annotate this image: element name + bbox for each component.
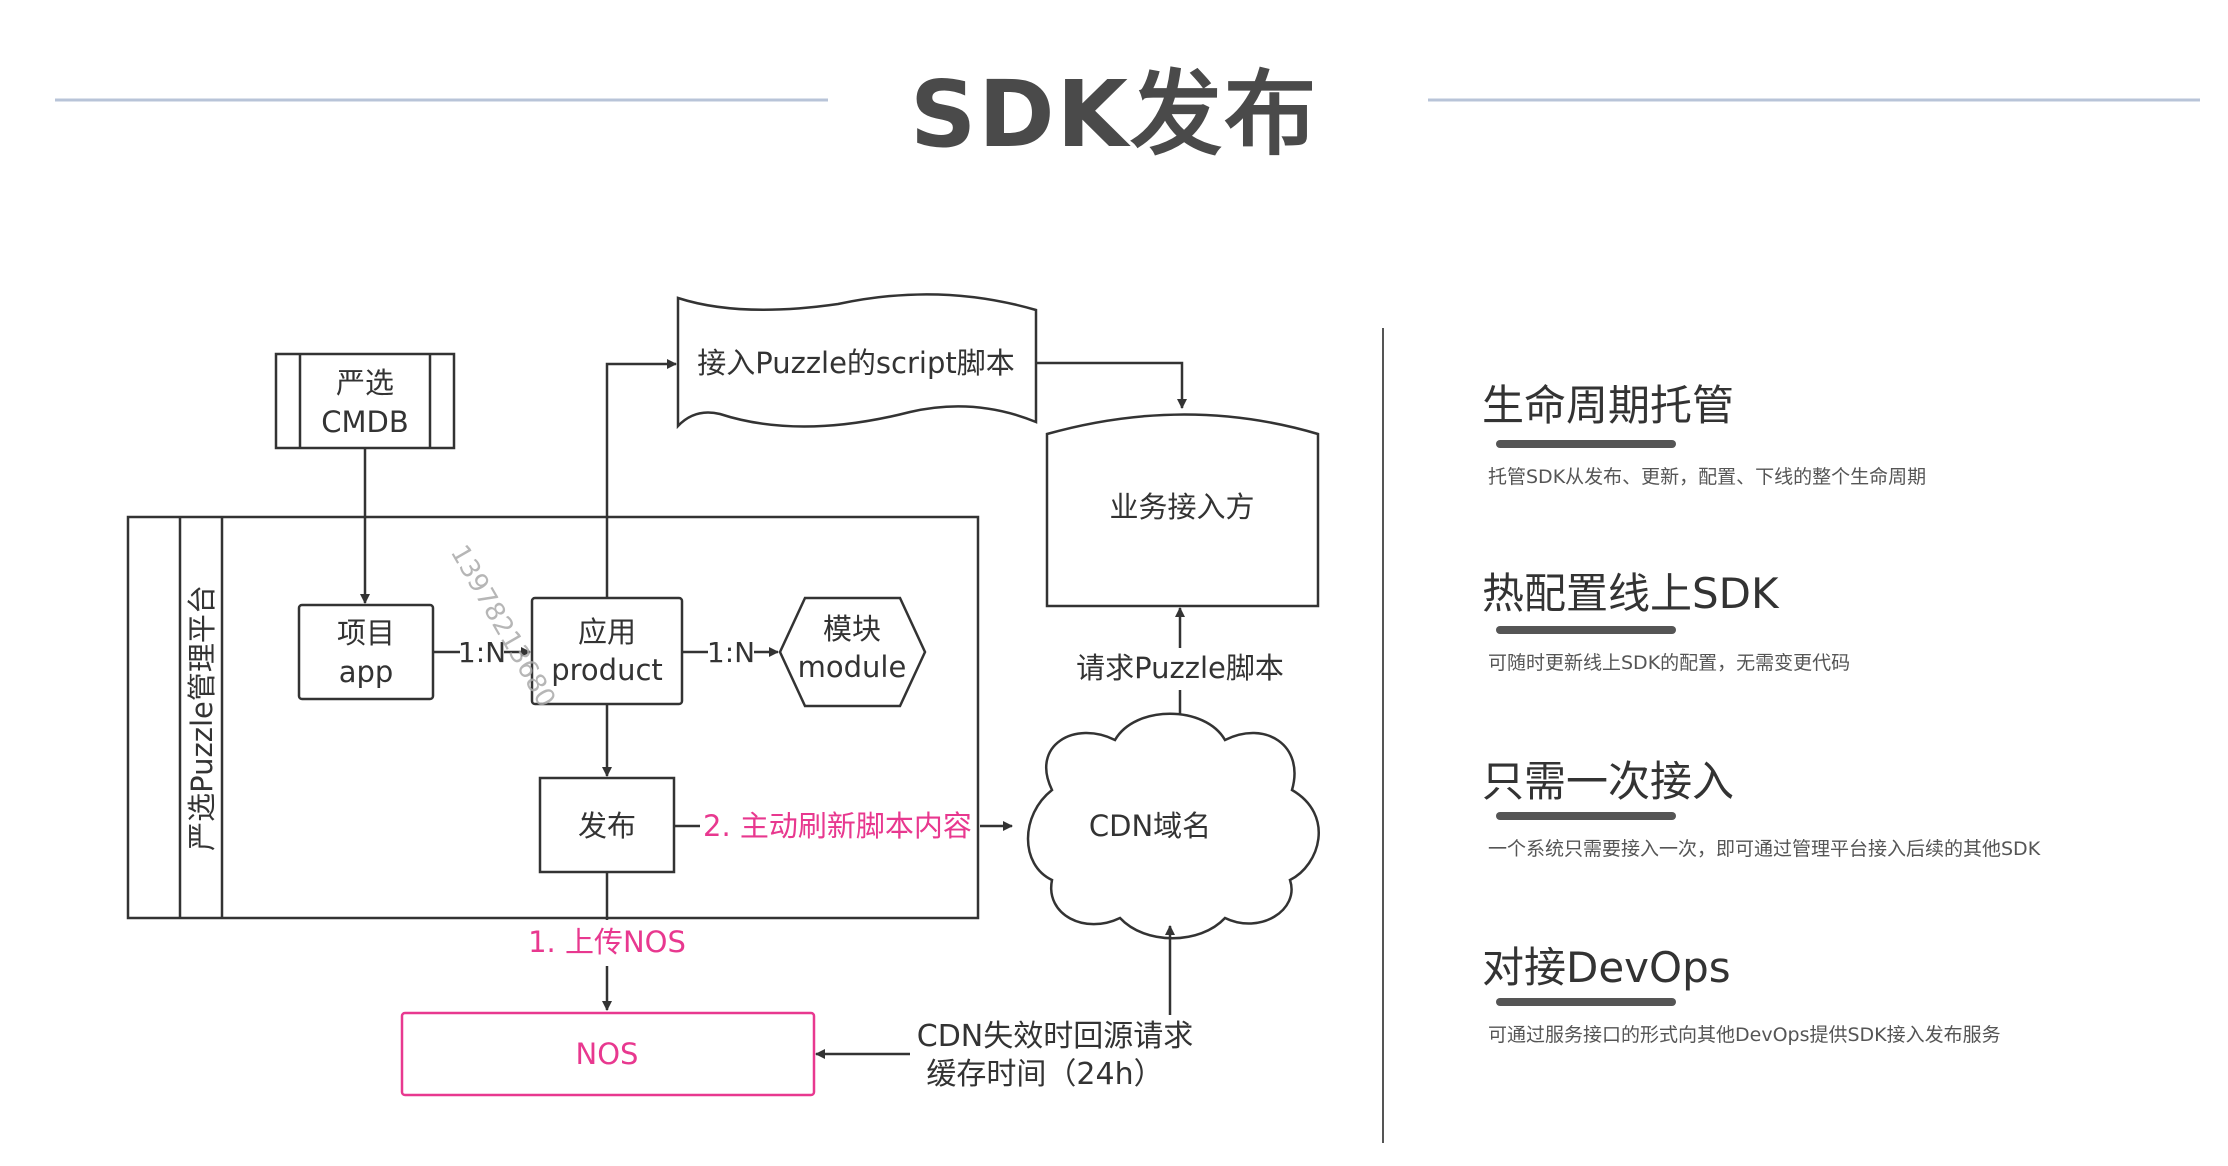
- platform-label: 严选Puzzle管理平台: [185, 585, 219, 851]
- feature-desc-2: 可随时更新线上SDK的配置，无需变更代码: [1488, 652, 1851, 674]
- feature-bar-4: [1496, 998, 1676, 1006]
- nos-node: NOS: [400, 1011, 816, 1097]
- module-label-2: module: [798, 650, 907, 684]
- script-label: 接入Puzzle的script脚本: [697, 346, 1015, 380]
- feature-bar-3: [1496, 812, 1676, 820]
- page-title: SDK发布: [910, 61, 1318, 168]
- feature-title-3: 只需一次接入: [1482, 757, 1735, 806]
- feature-desc-1: 托管SDK从发布、更新，配置、下线的整个生命周期: [1488, 466, 1927, 488]
- feature-title-2: 热配置线上SDK: [1482, 569, 1779, 618]
- rel-product-module: 1:N: [707, 636, 755, 669]
- edge-script-business: [1036, 361, 1187, 409]
- upload-label: 1. 上传NOS: [528, 925, 686, 959]
- cmdb-label-2: CMDB: [321, 405, 409, 439]
- cdn-label: CDN域名: [1089, 809, 1211, 843]
- business-node: 业务接入方: [1045, 413, 1320, 608]
- refresh-label: 2. 主动刷新脚本内容: [703, 809, 972, 843]
- feature-bar-2: [1496, 626, 1676, 634]
- fallback-label-1: CDN失效时回源请求: [917, 1019, 1194, 1054]
- business-label: 业务接入方: [1109, 490, 1254, 524]
- fallback-label-2: 缓存时间（24h）: [926, 1057, 1163, 1092]
- nos-label: NOS: [576, 1037, 639, 1071]
- feature-desc-3: 一个系统只需要接入一次，即可通过管理平台接入后续的其他SDK: [1488, 838, 2041, 860]
- script-node: 接入Puzzle的script脚本: [676, 293, 1038, 430]
- module-label-1: 模块: [823, 612, 881, 646]
- publish-node: 发布: [538, 776, 676, 874]
- edge-product-script: [605, 359, 677, 598]
- feature-title-1: 生命周期托管: [1482, 381, 1735, 430]
- feature-bar-1: [1496, 440, 1676, 448]
- cmdb-node: 严选 CMDB: [274, 352, 456, 450]
- feature-desc-4: 可通过服务接口的形式向其他DevOps提供SDK接入发布服务: [1488, 1024, 2001, 1046]
- request-label: 请求Puzzle脚本: [1076, 651, 1284, 685]
- platform-container: 严选Puzzle管理平台: [126, 515, 980, 920]
- app-label-2: app: [339, 655, 394, 689]
- cmdb-label-1: 严选: [336, 366, 394, 400]
- module-node: 模块 module: [778, 596, 927, 708]
- app-node: 项目 app: [297, 603, 435, 701]
- publish-label: 发布: [578, 809, 636, 843]
- product-label-1: 应用: [578, 615, 636, 649]
- cdn-node: CDN域名: [1026, 712, 1320, 940]
- feature-title-4: 对接DevOps: [1482, 943, 1731, 992]
- rel-app-product: 1:N: [458, 636, 506, 669]
- product-label-2: product: [551, 653, 663, 687]
- app-label-1: 项目: [337, 616, 395, 650]
